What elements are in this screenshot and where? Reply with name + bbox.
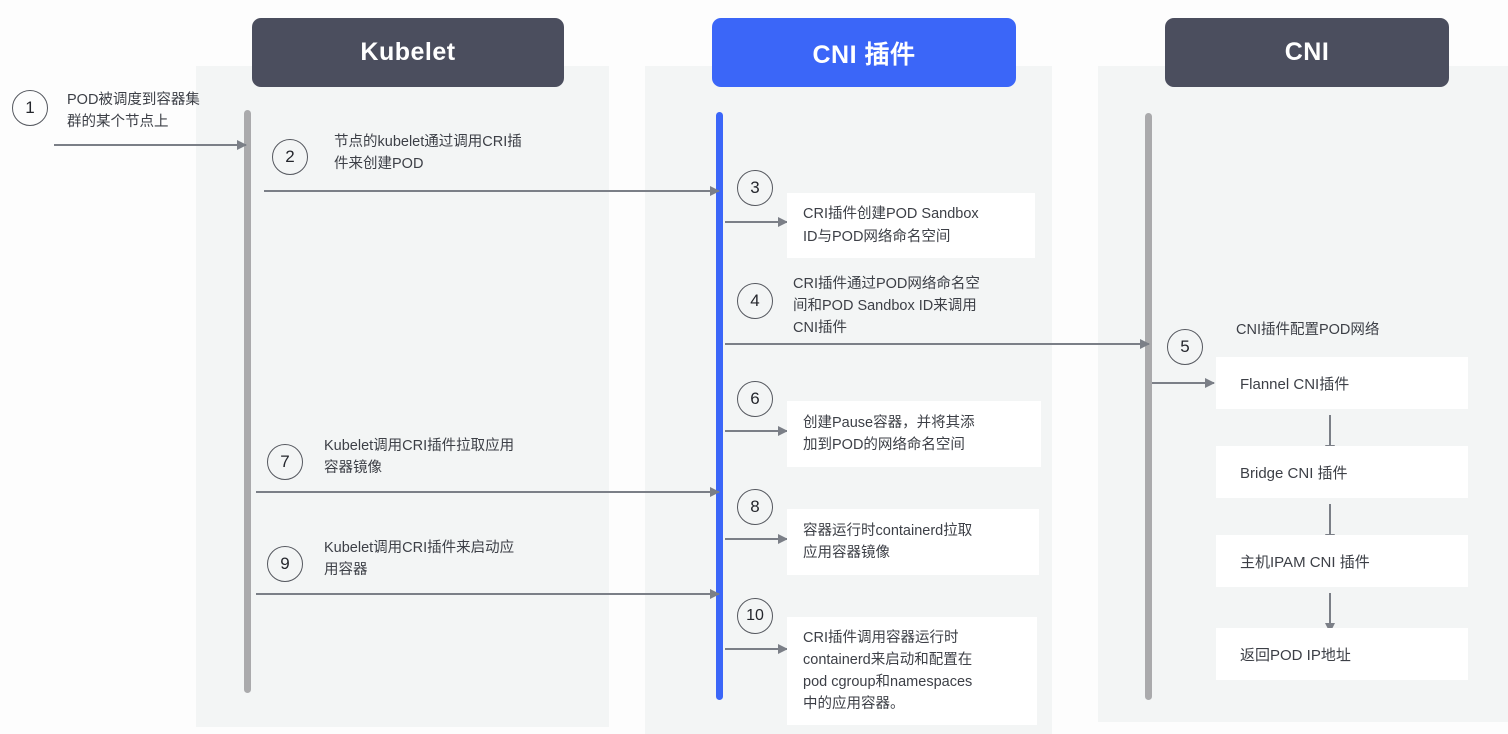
step-number-1: 1 [25, 98, 35, 117]
cni-chain-box-flannel[interactable]: Flannel CNI插件 [1216, 357, 1468, 409]
step-label-7: Kubelet调用CRI插件拉取应用 容器镜像 [324, 438, 515, 476]
actor-header-cni-label: CNI [1284, 38, 1330, 66]
lifeline-kubelet [244, 110, 251, 693]
step-circle-3[interactable]: 3 [737, 170, 773, 206]
step-label-2: 节点的kubelet通过调用CRI插 件来创建POD [334, 134, 522, 172]
step-number-2: 2 [285, 147, 295, 166]
cni-chain-label-return-ip: 返回POD IP地址 [1240, 646, 1351, 664]
cni-chain-box-bridge[interactable]: Bridge CNI 插件 [1216, 446, 1468, 498]
step-number-6: 6 [750, 389, 760, 408]
cni-chain-label-bridge: Bridge CNI 插件 [1240, 464, 1348, 482]
step-number-7: 7 [280, 452, 290, 471]
cni-chain-box-ipam[interactable]: 主机IPAM CNI 插件 [1216, 535, 1468, 587]
actor-header-cni-plugin-label: CNI 插件 [812, 40, 916, 69]
note-box-step-3: CRI插件创建POD Sandbox ID与POD网络命名空间 [787, 193, 1035, 258]
step-circle-2[interactable]: 2 [272, 139, 308, 175]
lane-kubelet [196, 66, 609, 727]
arrow-step-4 [725, 339, 1150, 349]
step-label-8: 容器运行时containerd拉取 应用容器镜像 [803, 522, 973, 561]
note-box-step-10: CRI插件调用容器运行时 containerd来启动和配置在 pod cgrou… [787, 617, 1037, 725]
cni-chain-label-flannel: Flannel CNI插件 [1240, 375, 1350, 393]
step-circle-9[interactable]: 9 [267, 546, 303, 582]
step-circle-7[interactable]: 7 [267, 444, 303, 480]
step-circle-1[interactable]: 1 [12, 90, 48, 126]
step-label-9: Kubelet调用CRI插件来启动应 用容器 [324, 540, 515, 578]
cni-chain-arrow-3 [1324, 593, 1335, 633]
note-box-step-8: 容器运行时containerd拉取 应用容器镜像 [787, 509, 1039, 575]
step-circle-10[interactable]: 10 [737, 598, 773, 634]
arrow-step-3 [725, 217, 788, 227]
actor-header-kubelet[interactable]: Kubelet [252, 18, 564, 87]
lifeline-cni [1145, 113, 1152, 700]
step-number-10: 10 [746, 607, 764, 624]
step-number-4: 4 [750, 291, 760, 310]
cni-chain-box-return-ip[interactable]: 返回POD IP地址 [1216, 628, 1468, 680]
actor-header-cni[interactable]: CNI [1165, 18, 1449, 87]
cni-chain-caption: CNI插件配置POD网络 [1236, 322, 1380, 338]
step-label-3: CRI插件创建POD Sandbox ID与POD网络命名空间 [803, 206, 979, 245]
step-circle-4[interactable]: 4 [737, 283, 773, 319]
arrow-step-1 [54, 140, 247, 150]
step-circle-8[interactable]: 8 [737, 489, 773, 525]
arrow-step-5 [1152, 378, 1215, 388]
step-label-4: CRI插件通过POD网络命名空 间和POD Sandbox ID来调用 CNI插… [793, 276, 980, 336]
arrow-step-9 [256, 589, 720, 599]
step-number-8: 8 [750, 497, 760, 516]
lifeline-cni-plugin [716, 112, 723, 700]
actor-header-cni-plugin[interactable]: CNI 插件 [712, 18, 1016, 87]
arrow-step-7 [256, 487, 720, 497]
arrow-step-8 [725, 534, 788, 544]
step-number-9: 9 [280, 554, 290, 573]
step-label-10: CRI插件调用容器运行时 containerd来启动和配置在 pod cgrou… [803, 629, 973, 713]
step-circle-5[interactable]: 5 [1167, 329, 1203, 365]
actor-header-kubelet-label: Kubelet [360, 38, 456, 66]
arrow-step-10 [725, 644, 788, 654]
step-circle-6[interactable]: 6 [737, 381, 773, 417]
arrow-step-6 [725, 426, 788, 436]
cni-chain-label-ipam: 主机IPAM CNI 插件 [1240, 553, 1370, 571]
note-box-step-6: 创建Pause容器，并将其添 加到POD的网络命名空间 [787, 401, 1041, 467]
step-number-5: 5 [1180, 337, 1190, 356]
step-label-1: POD被调度到容器集 群的某个节点上 [67, 92, 200, 130]
step-label-6: 创建Pause容器，并将其添 加到POD的网络命名空间 [803, 414, 975, 453]
step-number-3: 3 [750, 178, 760, 197]
arrow-step-2 [264, 186, 720, 196]
